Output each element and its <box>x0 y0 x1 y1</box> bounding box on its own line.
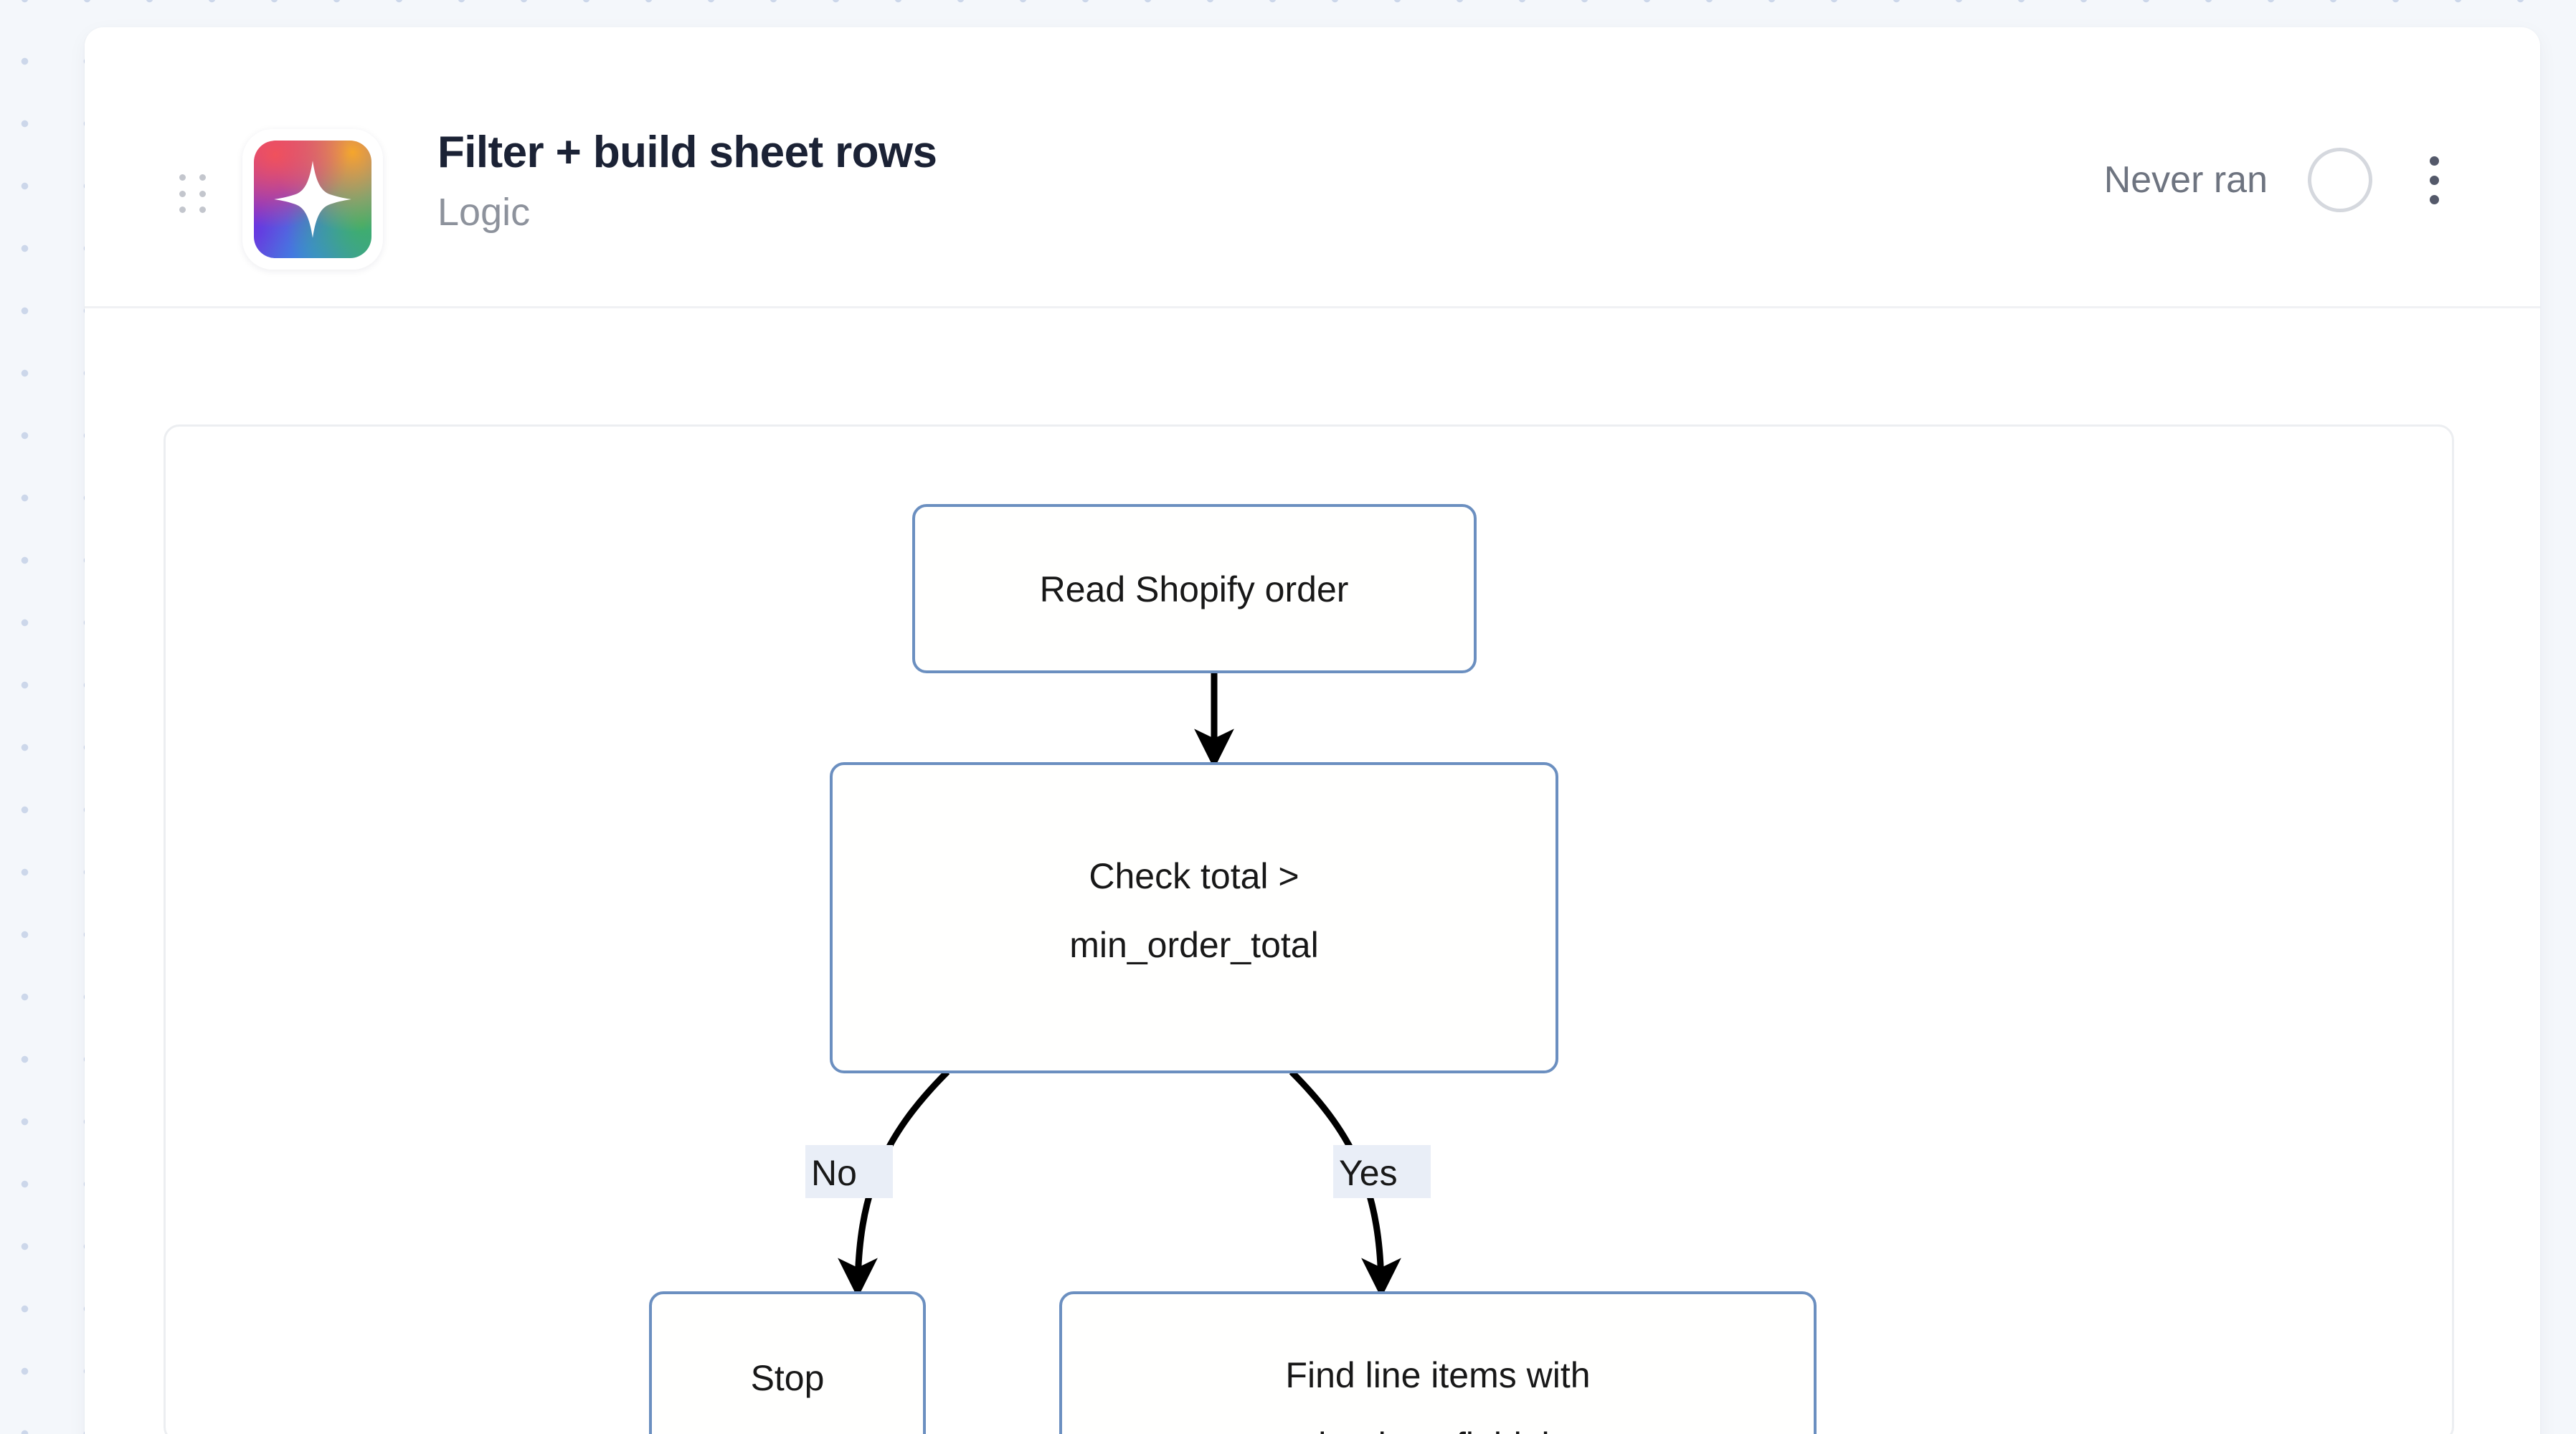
kebab-dot <box>2429 156 2439 166</box>
workflow-step-card: Filter + build sheet rows Logic Never ra… <box>85 27 2540 1434</box>
node-label-read-order: Read Shopify order <box>1040 569 1349 609</box>
kebab-dot <box>2429 194 2439 204</box>
flowchart-node-check-total[interactable]: Check total > min_order_total <box>830 762 1558 1073</box>
node-box <box>830 762 1558 1073</box>
status-ring-icon[interactable] <box>2308 148 2372 212</box>
flowchart-panel[interactable]: No Yes Read Shopify order Check total > … <box>164 424 2454 1434</box>
drag-dot <box>199 190 206 197</box>
card-header: Filter + build sheet rows Logic Never ra… <box>85 27 2540 308</box>
drag-dot <box>179 190 186 197</box>
node-label-find-items-line1: Find line items with <box>1285 1355 1590 1395</box>
flowchart-node-stop[interactable]: Stop <box>649 1291 926 1434</box>
overflow-menu-icon[interactable] <box>2412 148 2456 212</box>
flowchart-node-find-items[interactable]: Find line items with uploadery_field_key <box>1059 1291 1817 1434</box>
edge-label-no: No <box>811 1153 857 1193</box>
node-box <box>649 1291 926 1434</box>
drag-dot <box>179 174 186 181</box>
sparkle-icon <box>274 161 351 238</box>
sparkle-gradient-icon <box>242 129 383 270</box>
edge-label-yes-background <box>1333 1145 1431 1198</box>
node-box <box>1059 1291 1817 1434</box>
node-box <box>912 504 1477 673</box>
node-label-find-items-line2: uploadery_field_key <box>1279 1425 1598 1434</box>
node-label-check-total-line1: Check total > <box>1089 856 1299 896</box>
drag-dot <box>199 206 206 214</box>
header-actions: Never ran <box>2104 148 2456 212</box>
node-label-stop: Stop <box>751 1358 825 1398</box>
node-label-check-total-line2: min_order_total <box>1069 925 1318 965</box>
edge-label-no-background <box>805 1145 893 1198</box>
flowchart-node-read-order[interactable]: Read Shopify order <box>912 504 1477 673</box>
page-subtitle: Logic <box>437 191 531 234</box>
drag-dot <box>199 174 206 181</box>
kebab-dot <box>2429 175 2439 185</box>
run-status-label: Never ran <box>2103 159 2268 201</box>
drag-handle[interactable] <box>179 174 209 219</box>
icon-gradient-background <box>254 141 371 258</box>
flowchart-svg: No Yes Read Shopify order Check total > … <box>649 504 1817 1434</box>
flowchart-edge-labels: No Yes <box>805 1145 1431 1198</box>
edge-label-yes: Yes <box>1339 1153 1398 1193</box>
header-text-block: Filter + build sheet rows Logic <box>437 128 937 234</box>
page-title: Filter + build sheet rows <box>437 128 937 177</box>
drag-dot <box>179 206 186 214</box>
